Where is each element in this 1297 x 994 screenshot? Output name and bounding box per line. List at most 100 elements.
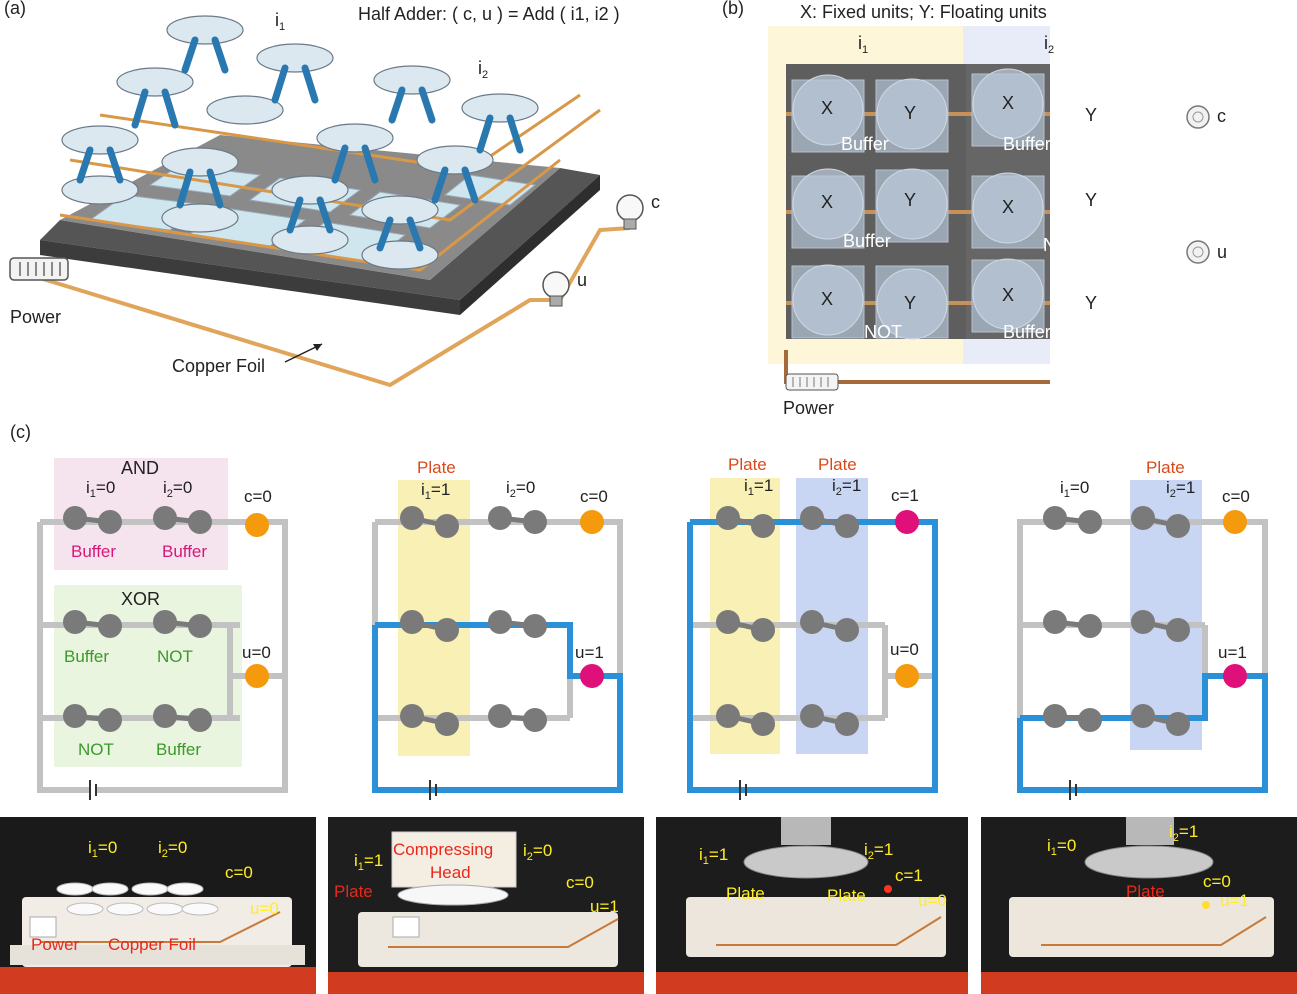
unit-node [1043,506,1067,530]
unit-pair [488,704,547,732]
unit-node [523,708,547,732]
unit-node [1131,704,1155,728]
c4-plate-label: Plate [1146,458,1185,477]
output-u-label: u [1217,242,1228,262]
c3-u-label: u=0 [890,640,919,659]
unit-node [63,704,87,728]
unit-node [400,506,424,530]
power-label-b: Power [783,398,835,418]
unit-node [835,618,859,642]
unit-pair [1043,610,1102,638]
unit-pair [400,506,459,538]
output-c-label: c [1217,106,1226,126]
unit-node [63,610,87,634]
disk-units [61,15,539,270]
photo-3-scene [656,817,968,994]
unit-node [716,704,740,728]
c3-c-label: c=1 [891,486,919,505]
photo-2-scene [328,817,644,994]
unit-pair [63,704,122,732]
cell-y-1-2: Y [1085,105,1098,125]
unit-node [188,708,212,732]
photo-1-scene [0,817,316,994]
unit-node [751,712,775,736]
unit-node [523,510,547,534]
unit-node [153,506,177,530]
lamp-on [1223,664,1247,688]
label-u: u [577,270,588,290]
bulb-c-icon [616,194,644,230]
unit-node [98,510,122,534]
xor-title: XOR [121,589,161,609]
unit-node [488,704,512,728]
lamp-on [895,510,919,534]
gate-label-1-1: Buffer [841,134,889,154]
cell-x-1-2: X [1002,93,1015,113]
unit-node [1043,610,1067,634]
panel-a-title: Half Adder: ( c, u ) = Add ( i1, i2 ) [358,4,620,24]
unit-node [63,506,87,530]
unit-node [751,618,775,642]
c1-i1-label: i1=0 [86,478,116,500]
panel-b-tag: (b) [722,0,744,18]
gate-label-2-1: Buffer [843,231,891,251]
unit-node [435,514,459,538]
unit-node [400,704,424,728]
unit-pair [63,506,122,534]
unit-node [800,506,824,530]
column-i1-label: i1 [858,33,869,56]
circuit-1-nodes [63,506,269,732]
c3-plate-label-2: Plate [818,455,857,474]
half-adder-3d-illustration [9,15,644,388]
c1-gate-buffer-3: Buffer [64,647,110,666]
cell-y-3-2: Y [1085,293,1098,313]
unit-node [1043,704,1067,728]
unit-node [1166,712,1190,736]
label-power: Power [10,307,62,327]
unit-pair [400,704,459,736]
c2-u-label: u=1 [575,643,604,662]
unit-node [523,614,547,638]
unit-node [1166,618,1190,642]
unit-node [835,514,859,538]
c1-u-label: u=0 [242,643,271,662]
bulb-c-top-icon [1186,105,1210,129]
unit-pair [488,610,547,638]
unit-pair [716,610,775,642]
cell-y-2-2: Y [1085,190,1098,210]
unit-pair [800,704,859,736]
unit-node [153,704,177,728]
bulb-u-top-icon [1186,240,1210,264]
xor-region [54,585,242,767]
c1-gate-not-2: NOT [78,740,114,759]
gate-label-2-2: NOT [1043,235,1081,255]
gate-label-3-2: Buffer [1003,322,1051,342]
circuit-2-nodes [400,506,604,736]
unit-node [1131,506,1155,530]
lamp-off [580,510,604,534]
label-i2: i2 [478,58,489,81]
cell-x-1-1: X [821,98,834,118]
unit-node [1078,614,1102,638]
panel-c-tag: (c) [10,422,31,442]
label-i1: i1 [275,10,286,33]
unit-node [488,610,512,634]
unit-pair [1131,704,1190,736]
photo-4-scene [981,817,1297,994]
unit-pair [1131,506,1190,538]
cell-x-2-2: X [1002,197,1015,217]
gate-label-1-2: Buffer [1003,134,1051,154]
c2-c-label: c=0 [580,487,608,506]
unit-pair [1043,506,1102,534]
circuit-3-nodes [716,506,919,736]
c3-i2-label: i2=1 [832,476,862,498]
unit-node [98,708,122,732]
column-i2-label: i2 [1044,33,1055,56]
c3-plate-label-1: Plate [728,455,767,474]
unit-node [1131,610,1155,634]
unit-node [153,610,177,634]
cell-x-3-1: X [821,289,834,309]
lamp-on [580,664,604,688]
unit-node [1078,510,1102,534]
unit-node [716,506,740,530]
